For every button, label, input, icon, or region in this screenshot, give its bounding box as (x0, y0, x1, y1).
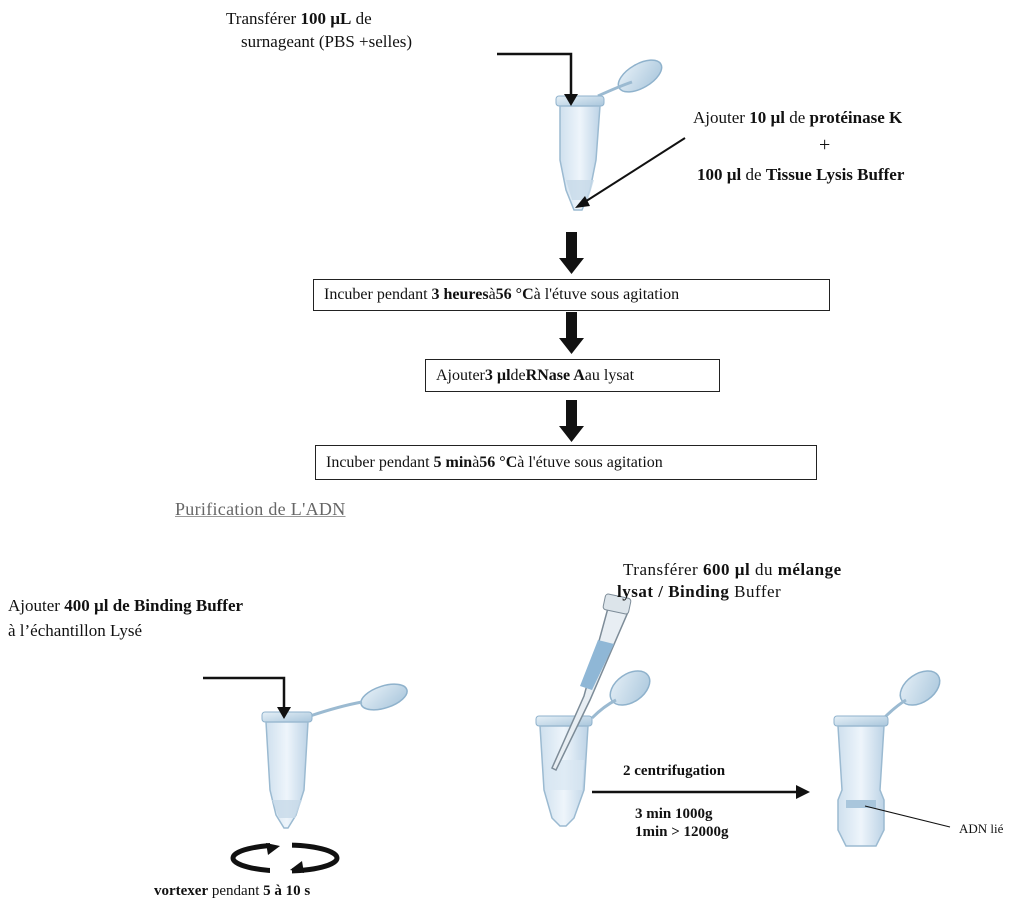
vortex-label: vortexer pendant 5 à 10 s (154, 880, 310, 902)
transfer-mix-line1: Transférer 600 µl du mélange (623, 559, 842, 581)
binding-buffer-line1: Ajouter 400 µl de Binding Buffer (8, 595, 243, 617)
binding-buffer-line2: à l’échantillon Lysé (8, 620, 142, 642)
down-arrow-1 (559, 232, 584, 274)
down-arrow-2 (559, 312, 584, 354)
tube-pipette-icon (536, 664, 656, 826)
adn-label: ADN lié (959, 818, 1003, 840)
transfer-supernatant-line1: Transférer 100 µL de (226, 8, 372, 30)
down-arrow-3 (559, 400, 584, 442)
transfer-supernatant-line2: surnageant (PBS +selles) (241, 31, 412, 53)
incubate-5min-box: Incuber pendant 5 min à 56 °C à l'étuve … (315, 445, 817, 480)
incubate-3h-box: Incuber pendant 3 heures à 56 °C à l'étu… (313, 279, 830, 311)
centrifugation-title: 2 centrifugation (623, 760, 725, 782)
plus-sign: + (819, 134, 830, 156)
centrifugation-step2: 1min > 12000g (635, 823, 729, 841)
centrifuge-arrow (592, 785, 810, 799)
transfer-mix-line2: lysat / Binding Buffer (617, 581, 781, 603)
section-title: Purification de L'ADN (175, 499, 346, 520)
add-rnase-box: Ajouter 3 µl de RNase A au lysat (425, 359, 720, 392)
tube-column-icon (834, 664, 946, 846)
tube-top-icon (556, 54, 667, 210)
vortex-icon (233, 840, 337, 876)
centrifugation-step1: 3 min 1000g (635, 805, 713, 823)
add-lysis-buffer-line: 100 µl de Tissue Lysis Buffer (697, 164, 904, 186)
add-protease-line1: Ajouter 10 µl de protéinase K (693, 107, 902, 129)
